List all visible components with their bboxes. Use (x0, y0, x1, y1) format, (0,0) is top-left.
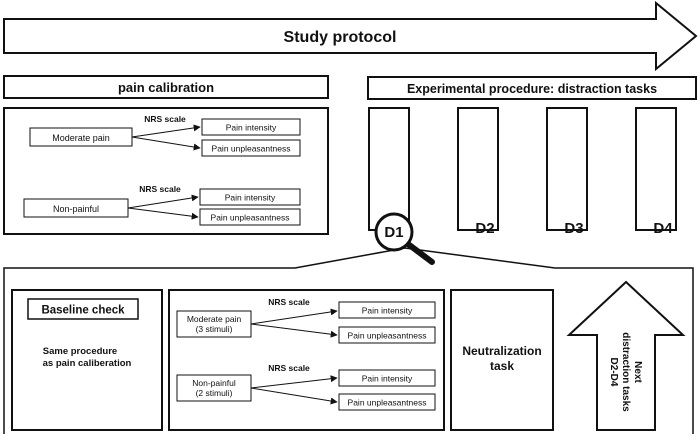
detail-condition-sub: (2 stimuli) (196, 388, 233, 398)
detail-condition-box (176, 310, 252, 338)
outcome-box (199, 208, 301, 226)
outcome-label: Pain unpleasantness (211, 213, 290, 223)
neutralization-line1: Neutralization (462, 344, 541, 358)
task-column-d1 (368, 107, 410, 231)
calibration-condition-label: Moderate pain (52, 133, 110, 143)
arrow-line (250, 323, 338, 338)
task-column-d4 (635, 107, 677, 231)
detail-condition-label: Non-painful (192, 378, 236, 388)
pain-calibration-title: pain calibration (118, 80, 214, 95)
neutralization-line2: task (490, 359, 514, 373)
study-protocol-label: Study protocol (284, 29, 397, 46)
arrow-line (127, 194, 199, 209)
outcome-box (338, 301, 436, 319)
baseline-title: Baseline check (41, 305, 125, 317)
nrs-scale-label: NRS scale (139, 184, 181, 194)
neutralization-panel: Neutralization task (450, 289, 554, 431)
task-column-d3 (546, 107, 588, 231)
detail-condition-label: Moderate pain (187, 314, 242, 324)
detail-condition-box (176, 374, 252, 402)
baseline-text-line2: as pain caliberation (43, 358, 132, 369)
outcome-label: Pain unpleasantness (348, 331, 427, 341)
baseline-title-box (27, 298, 139, 320)
detail-condition-sub: (3 stimuli) (196, 324, 233, 334)
task-label-d2: D2 (475, 220, 494, 237)
pain-calibration-header (3, 75, 329, 99)
outcome-label: Pain intensity (225, 193, 276, 203)
next-tasks-line2: distraction tasks (620, 332, 631, 412)
pain-calibration-panel: Moderate pain NRS scale Pain intensity P… (3, 107, 329, 235)
next-tasks-line1: Next (632, 361, 643, 383)
outcome-box (199, 188, 301, 206)
task-label-d4: D4 (653, 220, 673, 237)
arrow-line (250, 375, 338, 389)
arrow-line (131, 124, 201, 138)
experimental-procedure-title: Experimental procedure: distraction task… (407, 82, 657, 96)
outcome-label: Pain unpleasantness (348, 398, 427, 408)
next-tasks-arrow (566, 280, 686, 431)
calibration-condition-label: Non-painful (53, 204, 99, 214)
magnifier-icon (374, 212, 435, 265)
outcome-box (338, 326, 436, 344)
experimental-procedure-header (367, 76, 697, 100)
task-label-d1: D1 (384, 224, 403, 241)
baseline-panel: Baseline check Same procedure as pain ca… (11, 289, 163, 431)
outcome-box (338, 369, 436, 387)
outcome-label: Pain intensity (362, 374, 413, 384)
baseline-text-line1: Same procedure (43, 346, 117, 357)
outcome-label: Pain unpleasantness (212, 144, 291, 154)
task-label-d3: D3 (564, 220, 583, 237)
next-tasks-line3: D2-D4 (608, 358, 619, 387)
outcome-label: Pain intensity (362, 306, 413, 316)
outcome-label: Pain intensity (226, 123, 277, 133)
nrs-scale-label: NRS scale (268, 297, 310, 307)
arrow-line (250, 308, 338, 325)
nrs-scale-label: NRS scale (268, 363, 310, 373)
study-protocol-arrow (3, 0, 698, 72)
arrow-line (250, 387, 338, 405)
task-column-d2 (457, 107, 499, 231)
nrs-scale-label: NRS scale (144, 114, 186, 124)
outcome-box (338, 393, 436, 411)
stimuli-rating-panel: Moderate pain (3 stimuli) NRS scale Pain… (168, 289, 445, 431)
arrow-line (131, 136, 201, 151)
outcome-box (201, 139, 301, 157)
next-tasks-label: Next distraction tasks D2-D4 (608, 332, 643, 412)
outcome-box (201, 118, 301, 136)
arrow-line (127, 207, 199, 220)
